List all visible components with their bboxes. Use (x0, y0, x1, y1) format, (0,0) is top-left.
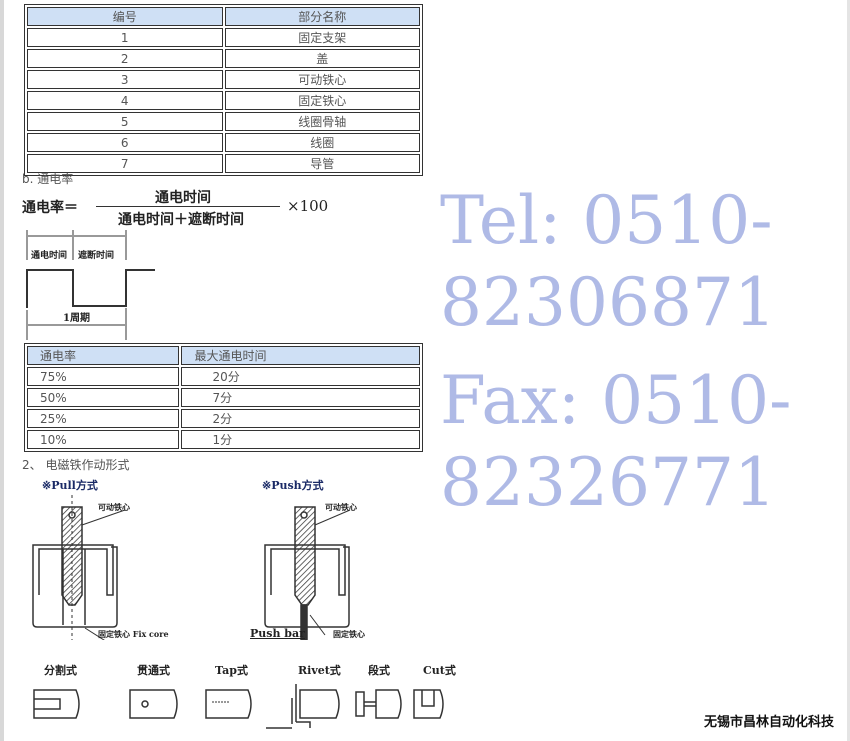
cell: 6 (27, 133, 223, 152)
end-type-label: 段式 (368, 664, 390, 677)
cell: 4 (27, 91, 223, 110)
cell: 盖 (224, 49, 420, 68)
push-moving-core-label: 可动铁心 (325, 502, 357, 512)
right-border (847, 0, 850, 741)
table-row: 75%20分 (27, 367, 420, 386)
end-type-label: 分割式 (44, 664, 77, 677)
off-time-label: 遮断时间 (78, 251, 115, 261)
end-type-label: Rivet式 (298, 664, 341, 677)
cell: 10% (27, 430, 180, 449)
formula-denominator: 通电时间＋遮断时间 (118, 212, 244, 228)
formula-numerator: 通电时间 (155, 190, 211, 206)
cell: 3 (27, 70, 223, 89)
cell: 7 (27, 154, 223, 173)
table-header-row: 通电率 最大通电时间 (27, 346, 420, 365)
cell: 导管 (224, 154, 420, 173)
end-type-label: 贯通式 (137, 664, 170, 677)
solenoid-diagrams (32, 495, 351, 640)
cell: 5 (27, 112, 223, 131)
pull-moving-core-label: 可动铁心 (98, 502, 130, 512)
table-header-row: 编号 部分名称 (27, 7, 420, 26)
table-row: 25%2分 (27, 409, 420, 428)
cell: 1分 (181, 430, 420, 449)
watermark-tel: Tel: 0510-82306871 (440, 182, 776, 341)
left-border (0, 0, 4, 741)
pull-fixed-core-label: 固定铁心 Fix core (98, 629, 169, 639)
cell: 25% (27, 409, 180, 428)
header-cell: 部分名称 (224, 7, 420, 26)
pull-title: ※Pull方式 (42, 479, 98, 492)
header-cell: 通电率 (27, 346, 180, 365)
cell: 固定支架 (224, 28, 420, 47)
action-section-title: 2、 电磁铁作动形式 (22, 458, 130, 472)
header-cell: 最大通电时间 (181, 346, 420, 365)
push-fixed-core-label: 固定铁心 (333, 629, 365, 639)
fraction-bar (96, 206, 280, 207)
formula-lhs: 通电率＝ (22, 200, 78, 216)
on-time-label: 通电时间 (31, 251, 68, 261)
period-label: 1周期 (63, 313, 90, 324)
cell: 7分 (181, 388, 420, 407)
cell: 线圈骨轴 (224, 112, 420, 131)
table-row: 10%1分 (27, 430, 420, 449)
company-name: 无锡市昌林自动化科技 (703, 715, 834, 730)
cell: 线圈 (224, 133, 420, 152)
end-type-drawings (33, 684, 444, 729)
watermark-fax: Fax: 0510-82326771 (440, 362, 792, 521)
push-title: ※Push方式 (262, 479, 324, 492)
cell: 20分 (181, 367, 420, 386)
cell: 1 (27, 28, 223, 47)
cell: 75% (27, 367, 180, 386)
duty-section-title: b. 通电率 (22, 172, 74, 186)
cell: 固定铁心 (224, 91, 420, 110)
end-type-label: Cut式 (423, 664, 456, 677)
header-cell: 编号 (27, 7, 223, 26)
duty-table: 通电率 最大通电时间 75%20分 50%7分 25%2分 10%1分 (24, 343, 423, 452)
cell: 2分 (181, 409, 420, 428)
cell: 2 (27, 49, 223, 68)
end-type-label: Tap式 (215, 664, 248, 677)
cell: 50% (27, 388, 180, 407)
table-row: 50%7分 (27, 388, 420, 407)
formula-multiplier: ×100 (287, 197, 329, 215)
push-bar-label: Push bar (250, 627, 305, 640)
waveform-diagram (26, 230, 155, 340)
cell: 可动铁心 (224, 70, 420, 89)
